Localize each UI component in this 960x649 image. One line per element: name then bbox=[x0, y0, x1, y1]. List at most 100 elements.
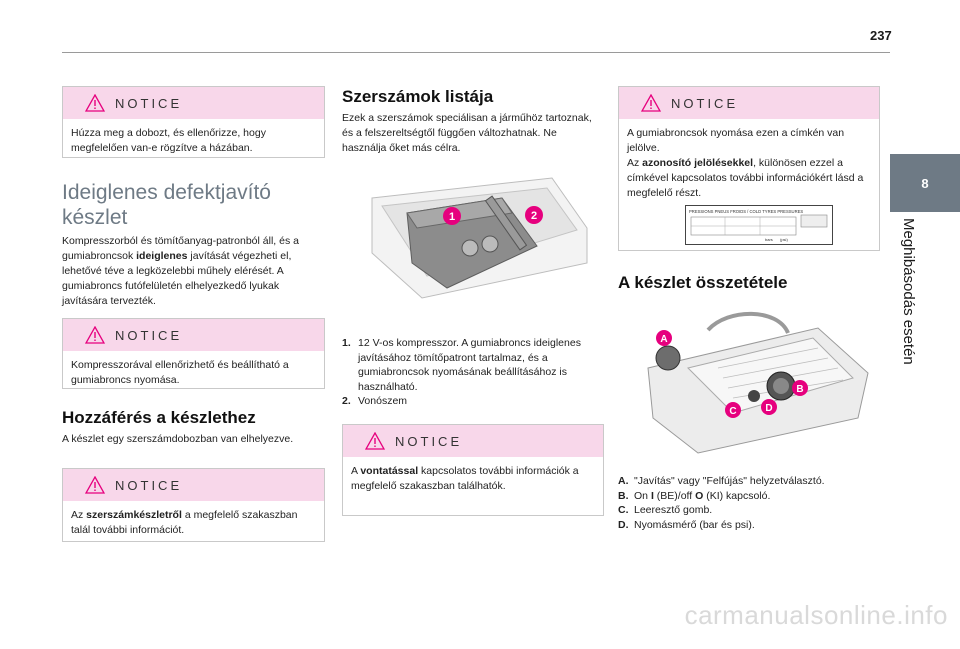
section-heading-access: Hozzáférés a készlethez bbox=[62, 408, 256, 427]
notice-text: A gumiabroncsok nyomása ezen a címkén va… bbox=[619, 119, 879, 209]
list-key: C. bbox=[618, 504, 629, 516]
list-text: Leeresztő gomb. bbox=[634, 503, 880, 518]
tyre-pressure-label-image: PRESSIONS PNEUS FROIDS / COLD TYRES PRES… bbox=[685, 205, 833, 245]
section-heading-tools: Szerszámok listája bbox=[342, 87, 494, 106]
callout-d: D bbox=[761, 399, 777, 415]
top-rule bbox=[62, 52, 890, 53]
text-run: kapcsolatos további információk a megfel… bbox=[351, 465, 579, 492]
list-item: B. On I (BE)/off O (KI) kapcsoló. bbox=[618, 489, 880, 504]
list-item: 2. Vonószem bbox=[342, 394, 604, 409]
heading-line: Ideiglenes defektjavító bbox=[62, 181, 271, 204]
svg-text:A: A bbox=[660, 334, 667, 345]
list-item: 1. 12 V-os kompresszor. A gumiabroncs ide… bbox=[342, 336, 604, 394]
notice-box-towing: NOTICE A vontatással kapcsolatos további… bbox=[342, 424, 604, 516]
notice-title: NOTICE bbox=[671, 95, 739, 111]
list-key: A. bbox=[618, 475, 629, 487]
list-text: "Javítás" vagy "Felfújás" helyzetválaszt… bbox=[634, 474, 880, 489]
list-key: B. bbox=[618, 489, 629, 502]
callout-b: B bbox=[792, 380, 808, 396]
kit-description: Kompresszorból és tömítőanyag-patronból … bbox=[62, 234, 325, 309]
notice-title: NOTICE bbox=[395, 433, 463, 449]
section-heading-repair-kit: Ideiglenes defektjavító készlet bbox=[62, 180, 325, 230]
kit-contents-list: A. "Javítás" vagy "Felfújás" helyzetválas… bbox=[618, 474, 880, 532]
svg-text:1: 1 bbox=[449, 211, 455, 223]
warning-icon bbox=[85, 476, 105, 494]
svg-text:PRESSIONS PNEUS FROIDS / COLD: PRESSIONS PNEUS FROIDS / COLD TYRES PRES… bbox=[689, 209, 803, 214]
notice-header: NOTICE bbox=[63, 469, 324, 501]
notice-header: NOTICE bbox=[63, 319, 324, 351]
notice-title: NOTICE bbox=[115, 95, 183, 111]
callout-a: A bbox=[656, 330, 672, 346]
text-line: Az azonosító jelölésekkel, különösen ezz… bbox=[627, 156, 869, 201]
warning-icon bbox=[85, 326, 105, 344]
notice-header: NOTICE bbox=[63, 87, 324, 119]
section-heading-kit-contents: A készlet összetétele bbox=[618, 273, 788, 292]
notice-title: NOTICE bbox=[115, 327, 183, 343]
warning-icon bbox=[365, 432, 385, 450]
warning-icon bbox=[85, 94, 105, 112]
svg-text:(psi): (psi) bbox=[780, 237, 788, 242]
text-bold: I bbox=[650, 489, 654, 502]
list-item: A. "Javítás" vagy "Felfújás" helyzetválas… bbox=[618, 474, 880, 489]
list-text: 12 V-os kompresszor. A gumiabroncs ideig… bbox=[358, 337, 581, 393]
notice-text: Húzza meg a dobozt, és ellenőrizze, hogy… bbox=[71, 127, 266, 154]
text-bold[interactable]: vontatással bbox=[360, 465, 419, 477]
text-run: Leeresztő gomb. bbox=[634, 504, 713, 516]
page-number: 237 bbox=[870, 28, 892, 43]
notice-header: NOTICE bbox=[343, 425, 603, 457]
notice-text: Az szerszámkészletről a megfelelő szakas… bbox=[63, 501, 324, 546]
list-item: C. Leeresztő gomb. bbox=[618, 503, 880, 518]
tools-description: Ezek a szerszámok speciálisan a járműhöz… bbox=[342, 112, 592, 154]
text-bold[interactable]: szerszámkészletről bbox=[86, 509, 182, 521]
text-run: Az bbox=[627, 157, 643, 169]
chapter-title: Meghibásodás esetén bbox=[900, 218, 917, 365]
list-item: D. Nyomásmérő (bar és psi). bbox=[618, 518, 880, 533]
notice-text: Kompresszorával ellenőrizhető és beállít… bbox=[71, 359, 289, 386]
list-key: 1. bbox=[342, 337, 351, 349]
text-run: , különösen ezzel a címkével kapcsolatos… bbox=[627, 157, 864, 199]
notice-box-check-box: NOTICE Húzza meg a dobozt, és ellenőrizz… bbox=[62, 86, 325, 158]
text-run: A bbox=[351, 465, 361, 477]
text-line: A gumiabroncsok nyomása ezen a címkén va… bbox=[627, 127, 845, 154]
text-run: a megfelelő szakaszban talál további inf… bbox=[71, 509, 298, 536]
svg-text:C: C bbox=[729, 406, 736, 417]
text-run: "Javítás" vagy "Felfújás" helyzetválaszt… bbox=[634, 475, 825, 487]
callout-1: 1 bbox=[443, 207, 461, 225]
tools-list: 1. 12 V-os kompresszor. A gumiabroncs ide… bbox=[342, 336, 604, 409]
watermark: carmanualsonline.info bbox=[684, 600, 948, 630]
callout-2: 2 bbox=[525, 206, 543, 224]
text-run: (KI) kapcsoló. bbox=[703, 489, 771, 502]
list-text: Nyomásmérő (bar és psi). bbox=[634, 518, 880, 533]
list-text: On I (BE)/off O (KI) kapcsoló. bbox=[634, 489, 880, 504]
notice-box-toolkit: NOTICE Az szerszámkészletről a megfelelő… bbox=[62, 468, 325, 542]
toolbox-illustration: 1 2 bbox=[371, 177, 588, 299]
warning-icon bbox=[641, 94, 661, 112]
notice-text: A vontatással kapcsolatos további inform… bbox=[343, 457, 603, 502]
text-bold[interactable]: azonosító jelölésekkel bbox=[642, 157, 754, 169]
text-bold: ideiglenes bbox=[136, 250, 188, 262]
chapter-number: 8 bbox=[921, 175, 929, 191]
list-key: 2. bbox=[342, 395, 351, 407]
text-run: (BE)/off bbox=[653, 489, 696, 502]
text-run: Nyomásmérő (bar és psi). bbox=[634, 518, 755, 531]
access-description: A készlet egy szerszámdobozban van elhel… bbox=[62, 433, 294, 445]
text-bold: O bbox=[695, 489, 704, 502]
svg-text:D: D bbox=[765, 403, 772, 414]
text-run: Az bbox=[71, 509, 87, 521]
text-run: On bbox=[634, 489, 651, 502]
notice-title: NOTICE bbox=[115, 477, 183, 493]
compressor-illustration: A B C D bbox=[647, 311, 869, 454]
svg-text:2: 2 bbox=[531, 210, 537, 222]
list-key: D. bbox=[618, 518, 629, 531]
notice-box-tyre-label: NOTICE A gumiabroncsok nyomása ezen a cí… bbox=[618, 86, 880, 251]
notice-box-compressor: NOTICE Kompresszorával ellenőrizhető és … bbox=[62, 318, 325, 389]
svg-text:bars: bars bbox=[765, 237, 773, 242]
svg-text:B: B bbox=[796, 384, 803, 395]
text-run: javítását végezheti el, lehetővé téve a … bbox=[62, 250, 292, 307]
text-run: Kompresszorból és tömítőanyag-patronból … bbox=[62, 235, 299, 262]
heading-line: készlet bbox=[62, 206, 128, 229]
callout-c: C bbox=[725, 402, 741, 418]
list-text: Vonószem bbox=[358, 395, 408, 407]
chapter-tab[interactable]: 8 bbox=[890, 154, 960, 212]
notice-header: NOTICE bbox=[619, 87, 879, 119]
